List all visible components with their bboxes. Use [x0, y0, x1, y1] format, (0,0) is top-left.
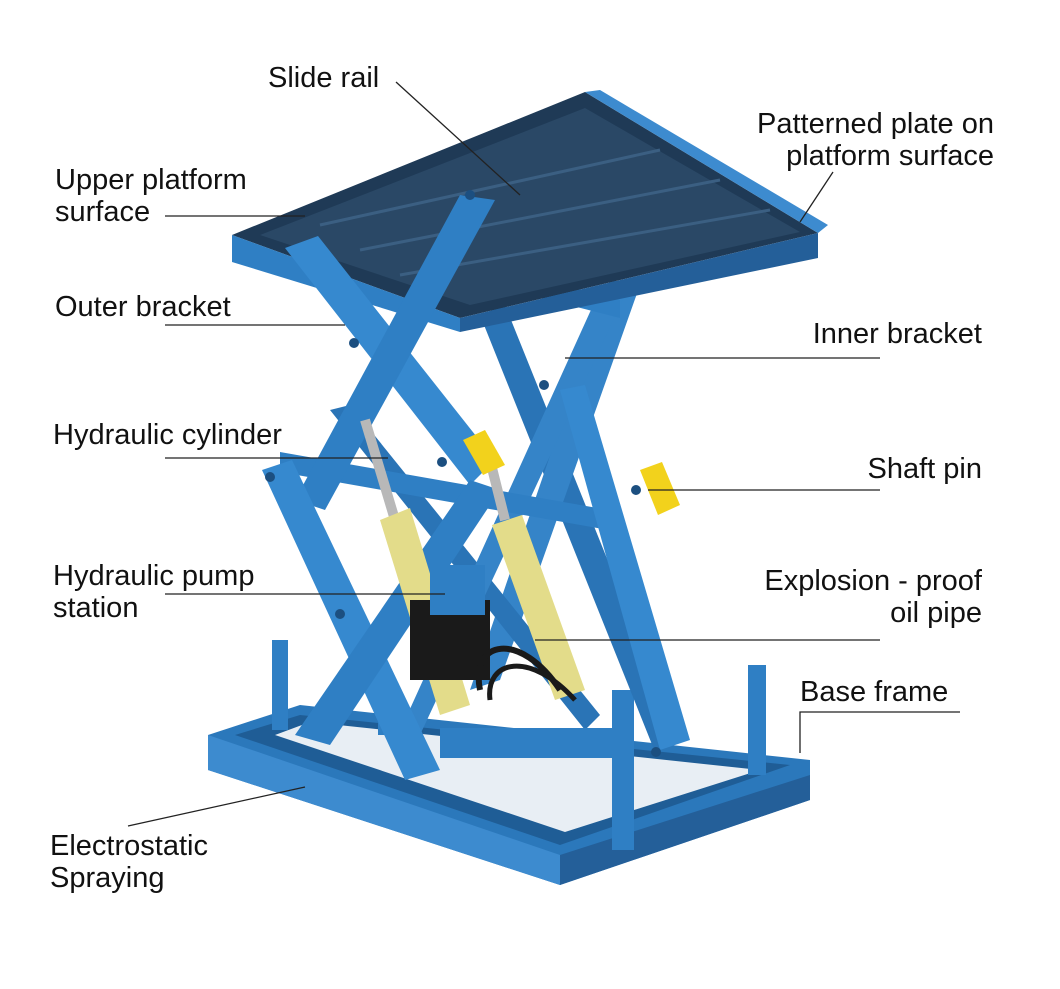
label-electrostatic-spraying: Electrostatic Spraying	[50, 830, 208, 894]
outer-bracket	[262, 195, 690, 780]
label-base-frame: Base frame	[800, 676, 949, 708]
label-hydraulic-pump-station: Hydraulic pump station	[53, 560, 255, 624]
label-outer-bracket: Outer bracket	[55, 291, 231, 323]
base-frame	[208, 640, 810, 885]
leader-electrostatic	[127, 786, 306, 827]
hydraulic-pump-station	[410, 565, 577, 702]
label-explosion-proof-oil-pipe: Explosion - proof oil pipe	[764, 565, 982, 629]
label-slide-rail: Slide rail	[268, 62, 380, 94]
label-patterned-plate: Patterned plate on platform surface	[756, 108, 994, 172]
leader-base-frame	[799, 711, 960, 753]
leader-lines	[127, 81, 960, 827]
leader-slide-rail	[395, 81, 521, 196]
label-inner-bracket: Inner bracket	[812, 318, 982, 350]
leader-patterned-plate	[799, 171, 834, 223]
shaft-pins	[265, 190, 680, 757]
label-hydraulic-cylinder: Hydraulic cylinder	[53, 419, 282, 451]
label-upper-platform-surface: Upper platform surface	[55, 164, 247, 228]
label-shaft-pin: Shaft pin	[867, 453, 982, 485]
upper-platform	[232, 90, 828, 332]
